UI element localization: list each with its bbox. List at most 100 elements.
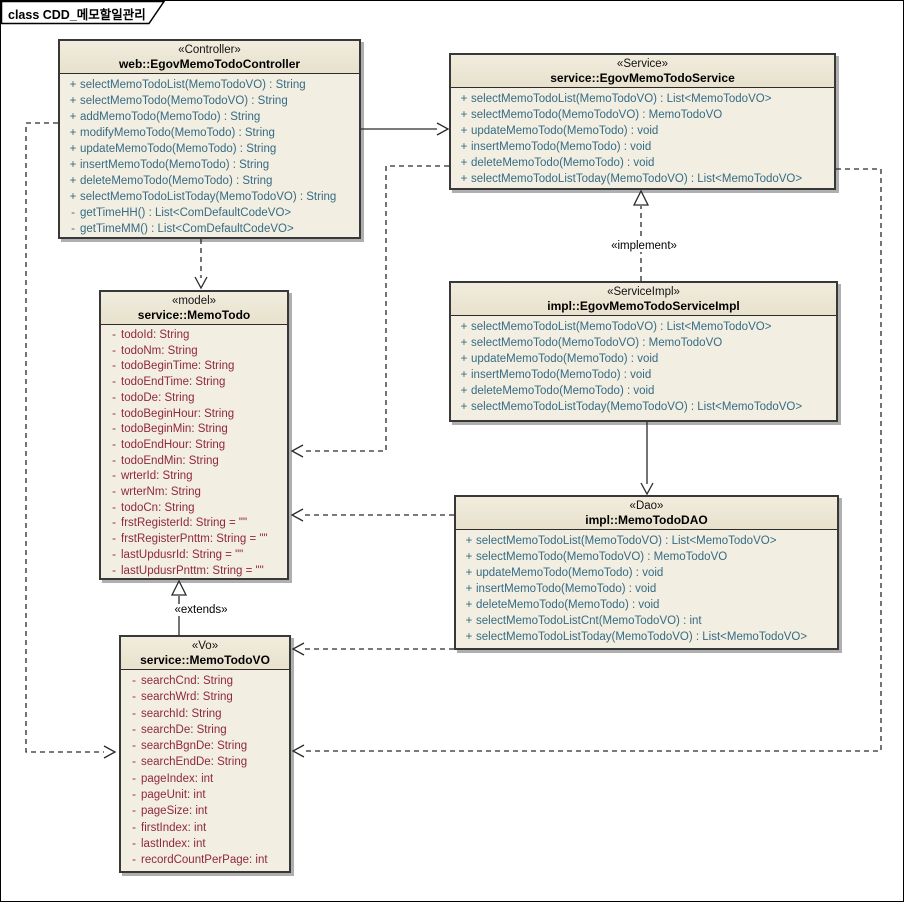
- operations-compartment: +selectMemoTodoList(MemoTodoVO) : List<M…: [456, 530, 837, 648]
- member-text: todoEndMin: String: [121, 454, 219, 467]
- visibility-marker: -: [132, 837, 136, 850]
- operations-compartment: +selectMemoTodoList(MemoTodoVO) : List<M…: [451, 88, 834, 188]
- visibility-marker: -: [112, 564, 116, 577]
- member-row: -searchEndDe: String: [121, 754, 289, 770]
- member-text: deleteMemoTodo(MemoTodo) : void: [471, 157, 655, 169]
- member-text: selectMemoTodo(MemoTodoVO) : MemoTodoVO: [471, 337, 723, 349]
- class-box-memotodovo[interactable]: «Vo» service::MemoTodoVO - searchCnd: Str…: [119, 635, 291, 873]
- class-box-egovmemotodoservice[interactable]: «Service» service::EgovMemoTodoService +…: [449, 53, 836, 190]
- member-row: +updateMemoTodo(MemoTodo) : String: [60, 141, 359, 157]
- operations-compartment: +selectMemoTodoList(MemoTodoVO) : List<M…: [451, 316, 836, 420]
- member-text: todoBeginHour: String: [121, 407, 235, 420]
- visibility-marker: -: [112, 423, 116, 436]
- visibility-marker: +: [69, 127, 77, 139]
- member-text: todoEndTime: String: [121, 376, 226, 389]
- member-text: frstRegisterPnttm: String = "": [121, 533, 268, 546]
- visibility-marker: +: [69, 95, 77, 107]
- member-text: recordCountPerPage: int: [141, 854, 268, 867]
- member-text: deleteMemoTodo(MemoTodo) : void: [476, 599, 660, 611]
- member-row: +selectMemoTodoList(MemoTodoVO) : String: [60, 77, 359, 93]
- class-name: impl::MemoTodoDAO: [585, 513, 708, 527]
- member-text: firstIndex: int: [141, 821, 207, 834]
- member-row: -todoCn: String: [101, 501, 287, 517]
- stereotype-label: «Dao»: [629, 500, 664, 512]
- visibility-marker: +: [465, 535, 473, 547]
- member-row: -getTimeHH() : List<ComDefaultCodeVO>: [60, 205, 359, 221]
- member-row: -searchWrd: String: [121, 689, 289, 705]
- stereotype-label: «ServiceImpl»: [607, 286, 680, 298]
- member-text: pageUnit: int: [141, 789, 206, 802]
- member-text: todoEndHour: String: [121, 438, 226, 451]
- visibility-marker: -: [112, 360, 116, 373]
- member-text: searchBgnDe: String: [141, 740, 248, 753]
- class-box-egovmemotodoserviceimpl[interactable]: «ServiceImpl» impl::EgovMemoTodoServiceI…: [449, 281, 838, 422]
- member-row: -frstRegisterPnttm: String = "": [101, 532, 287, 548]
- member-text: selectMemoTodoList(MemoTodoVO) : List<Me…: [471, 93, 772, 105]
- visibility-marker: +: [460, 141, 468, 153]
- visibility-marker: -: [112, 391, 116, 404]
- member-row: -frstRegisterId: String = "": [101, 516, 287, 532]
- member-text: searchCnd: String: [141, 675, 234, 687]
- visibility-marker: -: [112, 376, 116, 389]
- member-text: pageSize: int: [141, 805, 208, 818]
- member-text: todoCn: String: [121, 501, 195, 514]
- member-row: -todoEndTime: String: [101, 375, 287, 391]
- member-row: +updateMemoTodo(MemoTodo) : void: [451, 351, 836, 367]
- member-row: +selectMemoTodo(MemoTodoVO) : MemoTodoVO: [451, 335, 836, 351]
- class-header: «ServiceImpl» impl::EgovMemoTodoServiceI…: [451, 283, 836, 316]
- member-text: deleteMemoTodo(MemoTodo) : String: [80, 175, 273, 187]
- member-row: -todoBeginMin: String: [101, 422, 287, 438]
- member-row: +selectMemoTodoList(MemoTodoVO) : List<M…: [451, 91, 834, 107]
- dependency-dao-to-memotodo: [290, 508, 454, 522]
- member-row: -todoEndHour: String: [101, 438, 287, 454]
- member-text: lastUpdusrPnttm: String = "": [121, 564, 264, 577]
- diagram-frame-tab: [1, 1, 166, 25]
- visibility-marker: -: [112, 533, 116, 546]
- member-text: selectMemoTodo(MemoTodoVO) : String: [80, 95, 288, 107]
- member-row: +selectMemoTodoListToday(MemoTodoVO) : L…: [451, 399, 836, 415]
- member-row: -lastIndex: int: [121, 836, 289, 852]
- member-row: -getTimeMM() : List<ComDefaultCodeVO>: [60, 221, 359, 237]
- association-controller-to-service: [361, 122, 450, 136]
- visibility-marker: -: [112, 470, 116, 483]
- class-header: «Vo» service::MemoTodoVO: [121, 637, 289, 670]
- member-row: -todoNm: String: [101, 344, 287, 360]
- member-text: searchDe: String: [141, 723, 227, 736]
- visibility-marker: -: [112, 407, 116, 420]
- operations-compartment: +selectMemoTodoList(MemoTodoVO) : String…: [60, 74, 359, 237]
- member-row: +insertMemoTodo(MemoTodo) : void: [451, 139, 834, 155]
- member-text: updateMemoTodo(MemoTodo) : void: [471, 125, 659, 137]
- class-name: service::MemoTodoVO: [140, 653, 270, 667]
- dependency-dao-to-memotodovo: [291, 642, 454, 656]
- visibility-marker: -: [112, 501, 116, 514]
- implement-edge-label: «implement»: [608, 240, 680, 252]
- stereotype-label: «Service»: [616, 58, 669, 70]
- visibility-marker: +: [69, 191, 77, 203]
- class-box-egovmemotodocontroller[interactable]: «Controller» web::EgovMemoTodoController…: [58, 39, 361, 239]
- member-text: updateMemoTodo(MemoTodo) : String: [80, 143, 277, 155]
- class-box-memotodo[interactable]: «model» service::MemoTodo -todoId: Strin…: [99, 290, 289, 580]
- member-row: +selectMemoTodoList(MemoTodoVO) : List<M…: [451, 319, 836, 335]
- stereotype-label: «model»: [171, 295, 217, 307]
- member-row: +insertMemoTodo(MemoTodo) : String: [60, 157, 359, 173]
- visibility-marker: -: [132, 854, 136, 867]
- member-row: +updateMemoTodo(MemoTodo) : void: [456, 565, 837, 581]
- member-text: getTimeMM() : List<ComDefaultCodeVO>: [80, 223, 294, 235]
- member-text: pageIndex: int: [141, 772, 214, 785]
- member-row: -pageIndex: int: [121, 771, 289, 787]
- member-row: +deleteMemoTodo(MemoTodo) : void: [456, 597, 837, 613]
- member-text: addMemoTodo(MemoTodo) : String: [80, 111, 261, 123]
- member-row: +selectMemoTodoListToday(MemoTodoVO) : L…: [451, 171, 834, 187]
- diagram-title: class CDD_메모할일관리: [8, 8, 146, 22]
- visibility-marker: +: [460, 109, 468, 121]
- visibility-marker: +: [69, 111, 77, 123]
- visibility-marker: -: [132, 821, 136, 834]
- member-text: lastUpdusrId: String = "": [121, 548, 244, 561]
- visibility-marker: +: [460, 93, 468, 105]
- visibility-marker: +: [465, 583, 473, 595]
- visibility-marker: -: [132, 772, 136, 785]
- class-box-memotododao[interactable]: «Dao» impl::MemoTodoDAO +selectMemoTodoL…: [454, 495, 839, 650]
- member-row: +selectMemoTodo(MemoTodoVO) : String: [60, 93, 359, 109]
- member-row: +selectMemoTodoList(MemoTodoVO) : List<M…: [456, 533, 837, 549]
